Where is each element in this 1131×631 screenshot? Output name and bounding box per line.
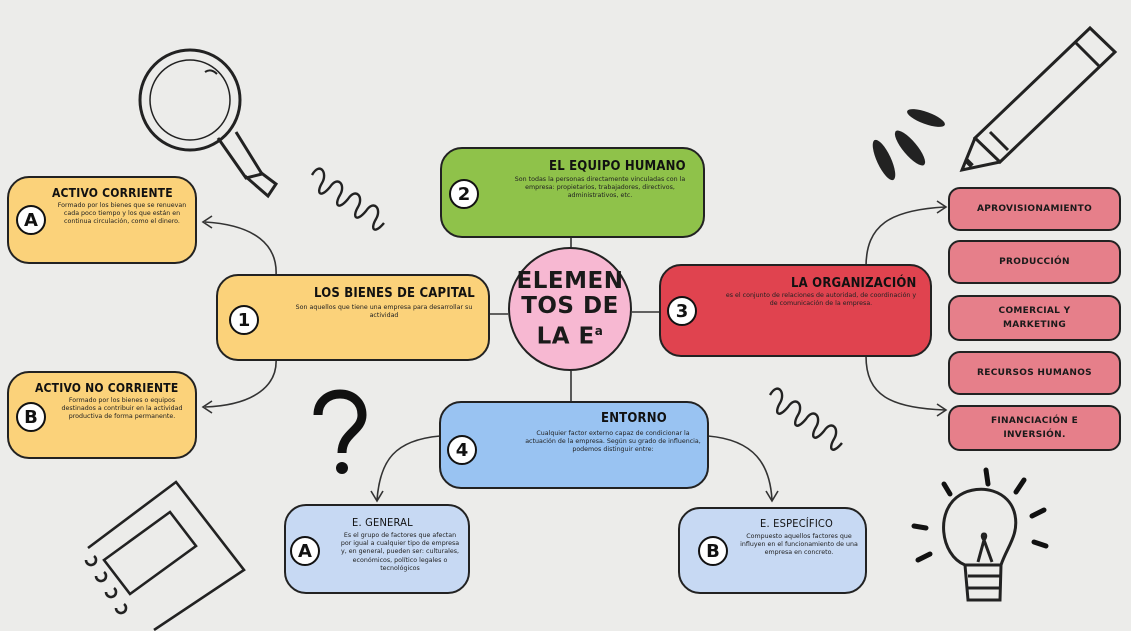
activo-corriente-desc: Formado por los bienes que se renuevan c… [57, 202, 187, 226]
badge-b-activo: B [16, 402, 46, 432]
activo-no-corriente-title: ACTIVO NO CORRIENTE [35, 381, 179, 395]
node-organizacion: LA ORGANIZACIÓN es el conjunto de relaci… [659, 264, 932, 357]
e-general-desc: Es el grupo de factores que afectan por … [340, 532, 460, 572]
question-mark-icon [313, 389, 367, 474]
lightbulb-icon [942, 487, 1018, 602]
central-topic: ELEMEN TOS DE LA Ea [508, 247, 632, 371]
node-bienes-capital: LOS BIENES DE CAPITAL Son aquellos que t… [216, 274, 490, 361]
badge-a-activo: A [16, 205, 46, 235]
drops-icon [872, 109, 945, 181]
badge-a-general: A [290, 536, 320, 566]
equipo-title: EL EQUIPO HUMANO [549, 159, 686, 174]
area-comercial-marketing: COMERCIAL Y MARKETING [948, 295, 1121, 341]
e-especifico-desc: Compuesto aquellos factores que influyen… [740, 533, 858, 557]
badge-b-especifico: B [698, 536, 728, 566]
bienes-title: LOS BIENES DE CAPITAL [314, 286, 475, 301]
area-produccion: PRODUCCIÓN [948, 240, 1121, 284]
area-recursos-humanos: RECURSOS HUMANOS [948, 351, 1121, 395]
badge-3: 3 [667, 296, 697, 326]
magnifier-icon [138, 48, 279, 199]
area-financiacion: FINANCIACIÓN E INVERSIÓN. [948, 405, 1121, 451]
node-activo-corriente: ACTIVO CORRIENTE Formado por los bienes … [7, 176, 197, 264]
e-especifico-title: E. ESPECÍFICO [760, 517, 834, 530]
equipo-desc: Son todas la personas directamente vincu… [514, 176, 686, 200]
node-equipo-humano: EL EQUIPO HUMANO Son todas la personas d… [440, 147, 705, 238]
entorno-title: ENTORNO [601, 411, 667, 426]
activo-corriente-title: ACTIVO CORRIENTE [52, 186, 173, 200]
node-entorno: ENTORNO Cualquier factor externo capaz d… [439, 401, 709, 489]
area-aprovisionamiento: APROVISIONAMIENTO [948, 187, 1121, 231]
badge-2: 2 [449, 179, 479, 209]
pencil-icon [959, 25, 1118, 173]
central-title: ELEMEN TOS DE LA Ea [516, 268, 624, 350]
badge-1: 1 [229, 305, 259, 335]
badge-4: 4 [447, 435, 477, 465]
notebook-icon [84, 480, 246, 631]
entorno-desc: Cualquier factor externo capaz de condic… [525, 430, 701, 454]
bienes-desc: Son aquellos que tiene una empresa para … [295, 304, 473, 320]
organizacion-title: LA ORGANIZACIÓN [791, 276, 917, 291]
e-general-title: E. GENERAL [352, 516, 413, 529]
activo-no-corriente-desc: Formado por los bienes o equipos destina… [61, 397, 183, 421]
organizacion-desc: es el conjunto de relaciones de autorida… [725, 292, 917, 308]
